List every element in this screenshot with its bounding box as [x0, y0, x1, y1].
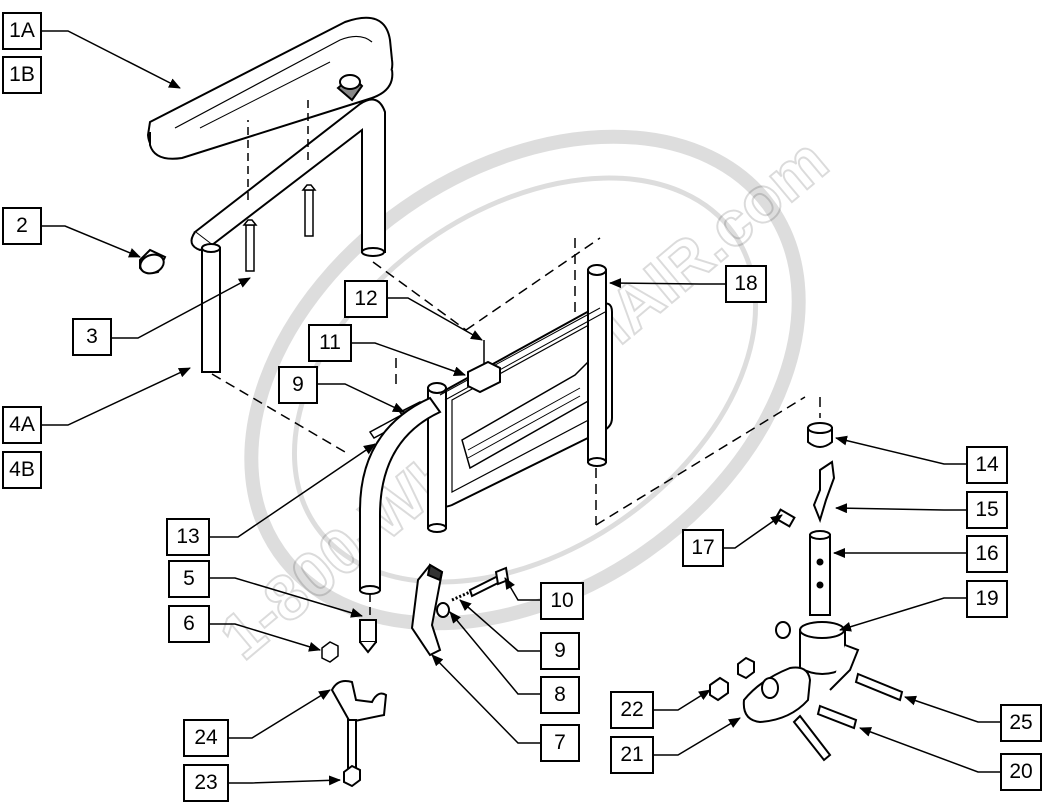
watermark-logo	[244, 129, 806, 631]
callout-19: 19	[966, 580, 1008, 618]
lever	[410, 563, 510, 657]
callout-24: 24	[183, 719, 229, 757]
callout-25: 25	[1000, 704, 1042, 742]
callout-20: 20	[1000, 753, 1042, 791]
callout-4B: 4B	[2, 451, 42, 489]
clamp-24	[330, 680, 388, 788]
callout-11: 11	[308, 324, 352, 362]
leader-lines	[42, 30, 1000, 786]
callout-4A: 4A	[2, 406, 42, 444]
callout-1B: 1B	[2, 56, 42, 94]
callout-23: 23	[183, 764, 229, 802]
callout-13: 13	[166, 518, 210, 556]
front-tube	[359, 396, 442, 654]
screws	[242, 184, 317, 272]
callout-17: 17	[682, 529, 724, 567]
callout-2: 2	[2, 207, 42, 245]
clamp-block	[467, 340, 501, 394]
callout-10: 10	[540, 582, 584, 620]
caster-assembly	[709, 422, 904, 762]
callout-16: 16	[966, 535, 1008, 573]
arm-tube	[190, 95, 386, 373]
callout-9-lower: 9	[540, 632, 580, 670]
armrest-pad	[146, 16, 394, 160]
callout-1A: 1A	[2, 12, 42, 50]
callout-14: 14	[966, 446, 1008, 484]
callout-6: 6	[168, 605, 210, 643]
callout-22: 22	[610, 691, 654, 729]
callout-12: 12	[344, 280, 388, 318]
callout-8: 8	[540, 676, 580, 714]
side-panel	[427, 264, 613, 533]
callout-9-upper: 9	[278, 366, 318, 404]
callout-18: 18	[725, 265, 767, 303]
callout-7: 7	[540, 724, 580, 762]
callout-21: 21	[610, 736, 654, 774]
assembly-guides	[211, 237, 821, 526]
end-caps	[139, 74, 364, 275]
callout-5: 5	[168, 560, 210, 598]
callout-15: 15	[966, 491, 1008, 529]
nut	[321, 641, 339, 663]
callout-3: 3	[72, 318, 112, 356]
